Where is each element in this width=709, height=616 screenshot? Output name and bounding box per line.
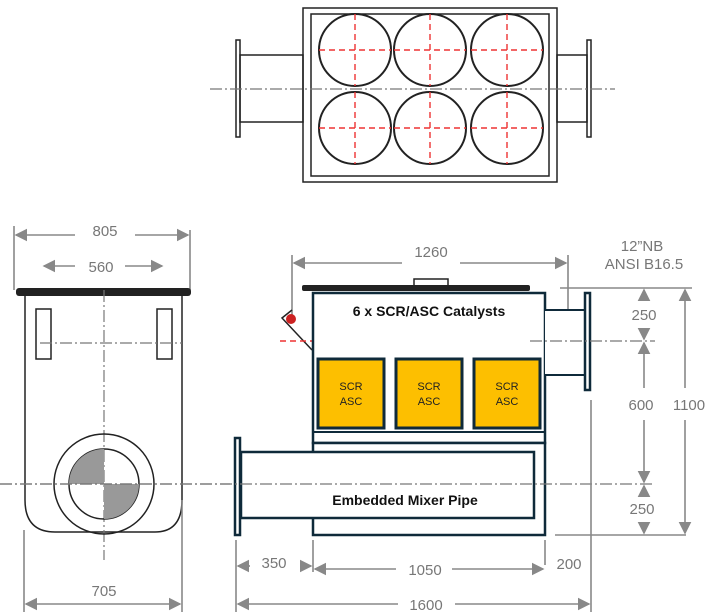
catalyst-label-line1: SCR bbox=[495, 381, 518, 393]
catalyst-label-line2: ASC bbox=[418, 396, 441, 408]
catalyst-block bbox=[394, 357, 464, 430]
catalyst-label-line2: ASC bbox=[340, 396, 363, 408]
dim-560: 560 bbox=[88, 259, 113, 276]
catalyst-block bbox=[316, 357, 386, 430]
dim-1600: 1600 bbox=[409, 597, 442, 614]
catalyst-label-line1: SCR bbox=[417, 381, 440, 393]
dim-upper-250: 250 bbox=[631, 307, 656, 324]
flange-spec-ansi: ANSI B16.5 bbox=[605, 256, 683, 273]
top-view bbox=[210, 7, 615, 183]
mixer-pipe-label: Embedded Mixer Pipe bbox=[332, 492, 478, 508]
catalyst-label-line1: SCR bbox=[339, 381, 362, 393]
dim-lower-250: 250 bbox=[629, 501, 654, 518]
catalyst-label-line2: ASC bbox=[496, 396, 519, 408]
flange-spec-nb: 12”NB bbox=[621, 238, 664, 255]
dim-805: 805 bbox=[92, 223, 117, 240]
dim-1260: 1260 bbox=[414, 244, 447, 261]
dim-1100: 1100 bbox=[673, 397, 705, 414]
side-view: 1260 12”NB ANSI B16.5 6 x SCR/ASC Cataly… bbox=[0, 238, 705, 614]
dim-705: 705 bbox=[91, 583, 116, 600]
dim-1050: 1050 bbox=[408, 562, 441, 579]
catalyst-title: 6 x SCR/ASC Catalysts bbox=[353, 303, 506, 319]
dim-350: 350 bbox=[261, 555, 286, 572]
catalyst-block bbox=[472, 357, 542, 430]
dim-600: 600 bbox=[628, 397, 653, 414]
dim-200: 200 bbox=[556, 556, 581, 573]
front-view: 805 560 705 bbox=[0, 223, 230, 612]
